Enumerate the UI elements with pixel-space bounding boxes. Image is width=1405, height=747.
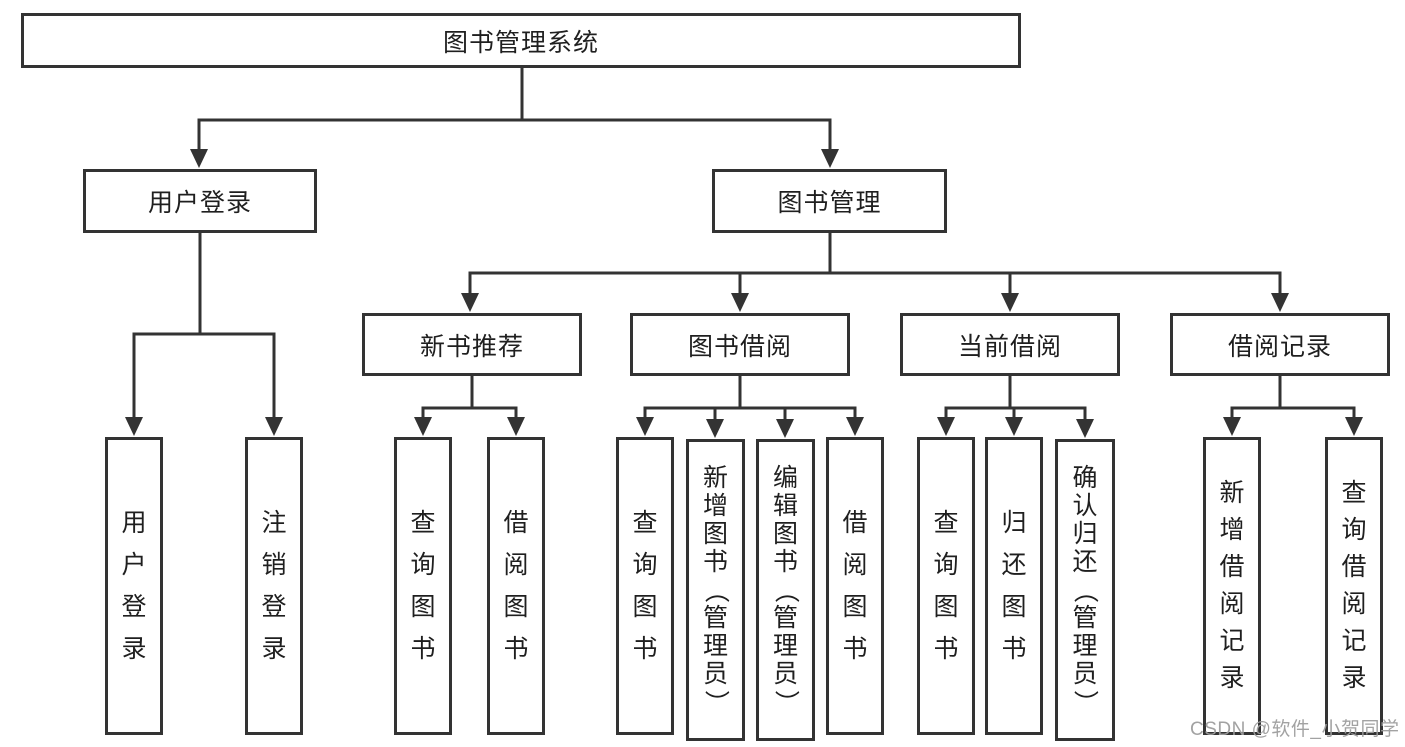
leaf-query-books-borrowing: 查询图书 — [616, 437, 674, 735]
node-label: 查询图书 — [410, 508, 436, 663]
leaf-add-books-admin: 新增图书（管理员） — [686, 439, 745, 741]
node-label: 借阅记录 — [1227, 332, 1332, 361]
node-new-book-recommend: 新书推荐 — [362, 313, 582, 376]
node-label: 归还图书 — [1001, 508, 1027, 663]
node-label: 借阅图书 — [842, 508, 868, 663]
node-label: 图书管理 — [777, 189, 882, 217]
node-label: 查询图书 — [933, 508, 959, 663]
leaf-return-books: 归还图书 — [985, 437, 1043, 735]
node-label: 借阅图书 — [503, 508, 529, 663]
leaf-borrow-books-recommend: 借阅图书 — [487, 437, 545, 735]
node-label: 编辑图书（管理员） — [771, 463, 800, 715]
node-label: 新增借阅记录 — [1219, 479, 1245, 692]
leaf-borrow-books: 借阅图书 — [826, 437, 884, 735]
leaf-query-books-current: 查询图书 — [917, 437, 975, 735]
node-label: 新书推荐 — [419, 332, 524, 361]
node-current-borrowing: 当前借阅 — [900, 313, 1120, 376]
node-label: 用户登录 — [121, 508, 147, 663]
node-label: 查询借阅记录 — [1341, 479, 1367, 692]
node-label: 注销登录 — [261, 508, 287, 663]
leaf-add-borrow-record: 新增借阅记录 — [1203, 437, 1261, 735]
leaf-confirm-return-admin: 确认归还（管理员） — [1055, 439, 1115, 741]
node-library-management-system: 图书管理系统 — [21, 13, 1021, 68]
node-label: 查询图书 — [632, 508, 658, 663]
node-label: 图书管理系统 — [442, 28, 599, 57]
watermark: CSDN @软件_小贺同学 — [1190, 719, 1400, 740]
node-book-borrowing: 图书借阅 — [630, 313, 850, 376]
leaf-edit-books-admin: 编辑图书（管理员） — [756, 439, 815, 741]
leaf-logout: 注销登录 — [245, 437, 303, 735]
node-label: 图书借阅 — [687, 332, 792, 361]
node-user-login: 用户登录 — [83, 169, 317, 233]
node-label: 新增图书（管理员） — [701, 463, 730, 715]
node-book-management: 图书管理 — [712, 169, 947, 233]
leaf-query-books-recommend: 查询图书 — [394, 437, 452, 735]
leaf-user-login: 用户登录 — [105, 437, 163, 735]
node-label: 当前借阅 — [957, 332, 1062, 361]
leaf-query-borrow-record: 查询借阅记录 — [1325, 437, 1383, 735]
node-borrowing-records: 借阅记录 — [1170, 313, 1390, 376]
node-label: 用户登录 — [147, 189, 252, 217]
node-label: 确认归还（管理员） — [1071, 463, 1100, 715]
